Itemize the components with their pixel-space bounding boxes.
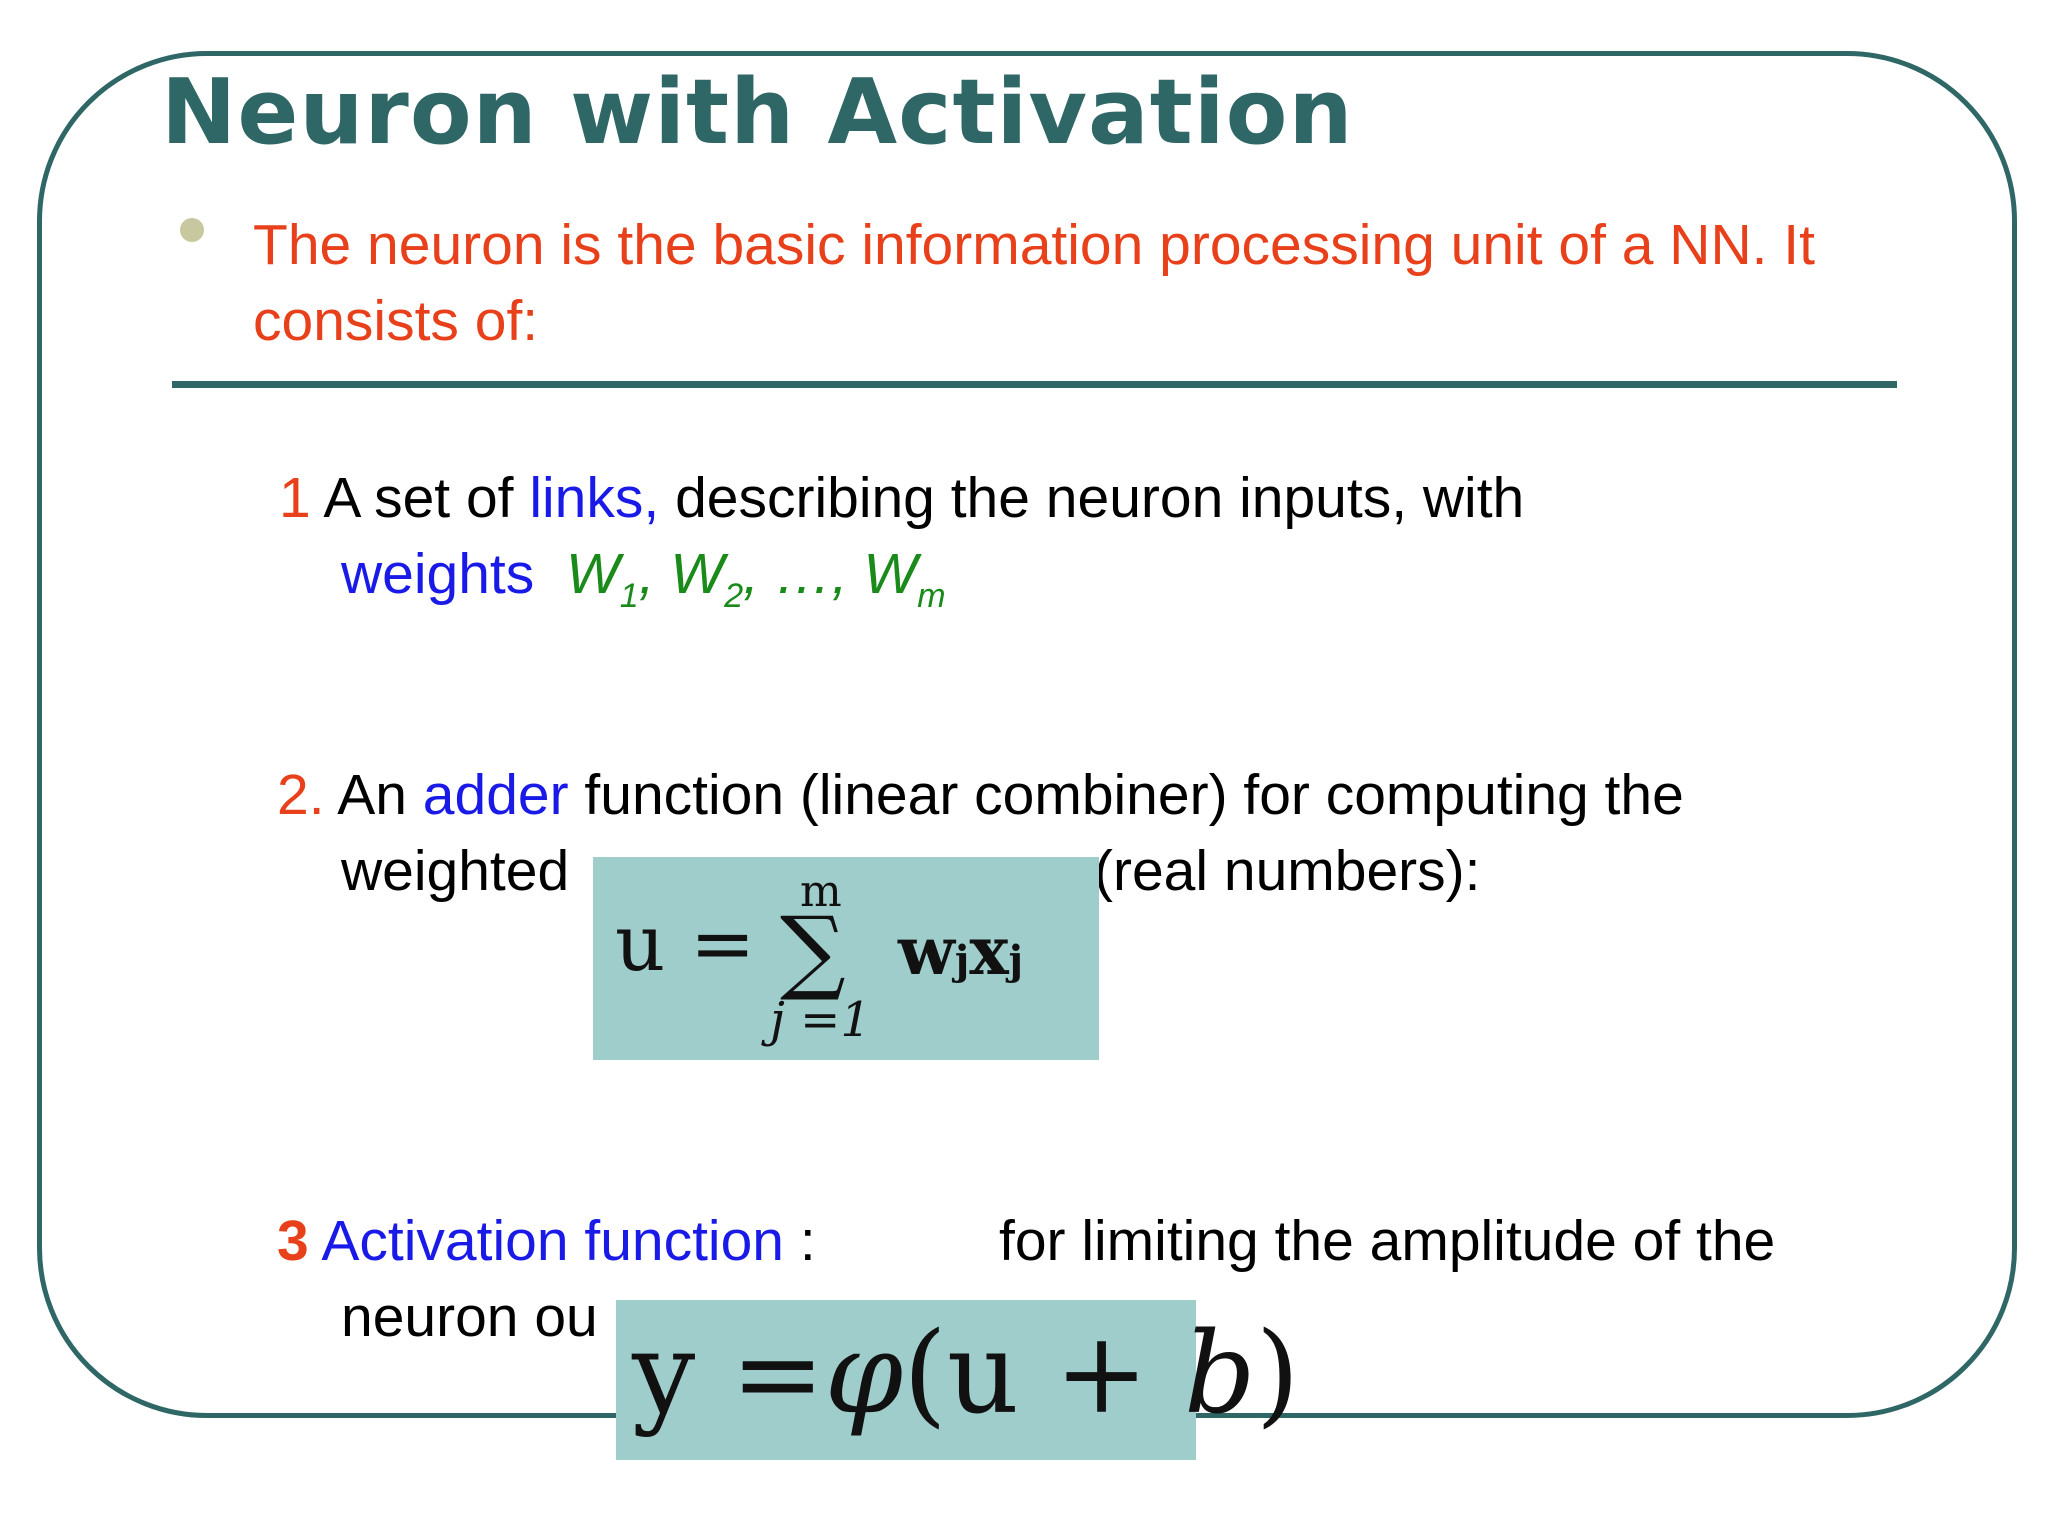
item-3-activation: Activation function (308, 1209, 784, 1273)
item-2-adder: adder (422, 763, 569, 827)
sum-lower-limit: j =1 (770, 992, 871, 1048)
sigma-icon: ∑ (780, 897, 846, 1004)
item-2-number: 2. (277, 763, 325, 827)
item-2-line-1: 2. An adder function (linear combiner) f… (277, 757, 1684, 833)
item-1-line-2: weights W1, W2, …, Wm (341, 536, 946, 634)
item-1-text-a: A set of (310, 466, 530, 530)
item-3-line-1: 3 Activation function : (277, 1203, 816, 1279)
item-2-line-2a: weighted (341, 839, 570, 903)
item-1-number: 1 (279, 466, 311, 530)
item-1-line-1: 1 A set of links, describing the neuron … (279, 460, 1524, 536)
item-1-weights: weights (341, 542, 535, 606)
activation-equation: y =φ(u + b) (632, 1309, 1300, 1439)
item-3-text-b: for limiting the amplitude of the (999, 1209, 1776, 1273)
item-3-line-2: neuron ou (341, 1285, 598, 1349)
item-2-line-2b: (real numbers): (1094, 839, 1481, 903)
item-3-number: 3 (277, 1209, 309, 1273)
intro-text: The neuron is the basic information proc… (253, 213, 1815, 353)
bullet-icon (180, 218, 204, 242)
item-1-links: links, (529, 466, 660, 530)
item-1-text-b: describing the neuron inputs, with (659, 466, 1525, 530)
weight-w1: W1, W2, …, Wm (565, 542, 946, 615)
activation-equation-box (616, 1300, 1196, 1460)
item-3-colon: : (784, 1209, 816, 1273)
sum-term: wjxj (898, 912, 1024, 990)
sum-equation-lhs: u = (615, 899, 756, 989)
divider (172, 381, 1897, 388)
item-2-text-b: function (linear combiner) for computing… (568, 763, 1684, 827)
sum-equation-box (593, 857, 1099, 1060)
item-2-text-a: An (324, 763, 423, 827)
sum-upper-limit: m (800, 866, 842, 917)
slide-title: Neuron with Activation (161, 60, 1354, 165)
